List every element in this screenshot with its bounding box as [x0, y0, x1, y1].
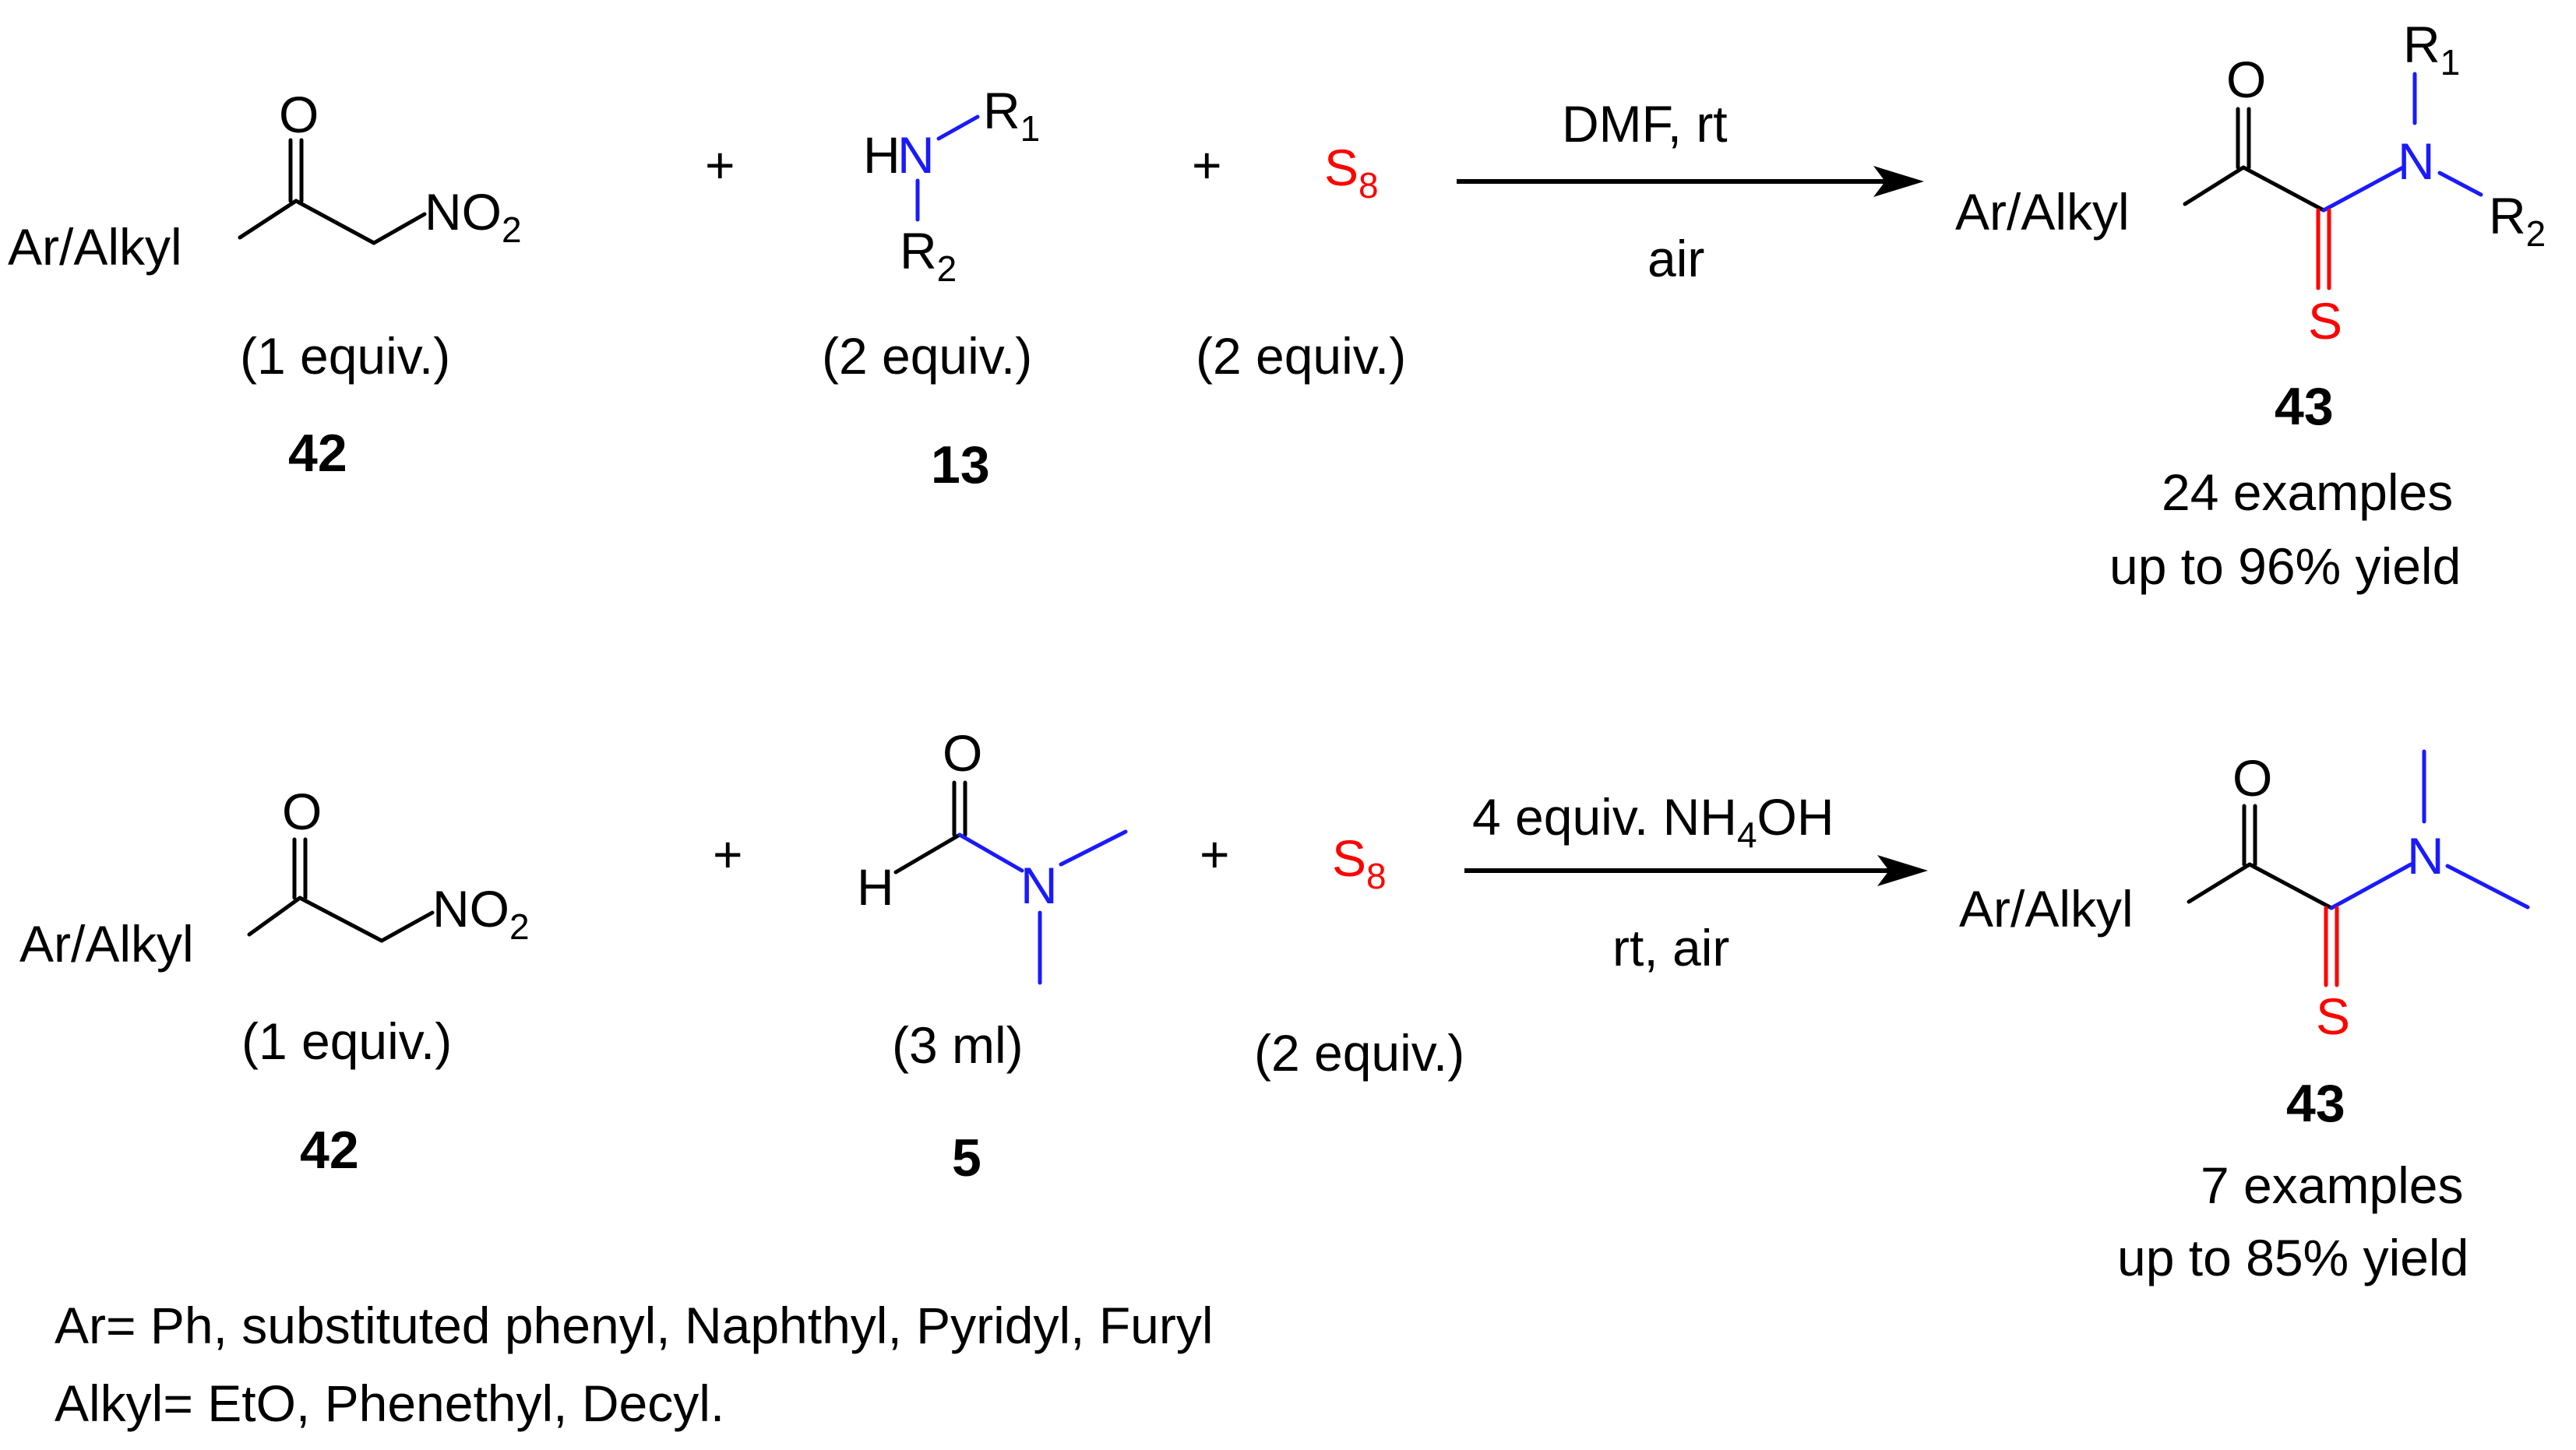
- bond: [2187, 862, 2252, 904]
- bond: [379, 910, 435, 943]
- product-43-structure: Ar/Alkyl O N S: [1959, 749, 2530, 1045]
- plus-sign: +: [705, 136, 735, 194]
- hydrogen-atom: H: [857, 858, 894, 916]
- ar-alkyl-label: Ar/Alkyl: [8, 218, 182, 276]
- reactant-42-structure: Ar/Alkyl O NO2: [8, 86, 522, 276]
- bond: [893, 832, 962, 875]
- bond: [247, 896, 302, 937]
- reaction-2-yield: up to 85% yield: [2117, 1229, 2469, 1286]
- reactant-5-amount: (3 ml): [892, 1016, 1024, 1074]
- bond: [2437, 171, 2483, 197]
- reactant-42-equiv: (1 equiv.): [241, 1012, 452, 1070]
- compound-number-42: 42: [300, 1121, 359, 1180]
- r1-substituent: R1: [2403, 16, 2460, 83]
- ar-alkyl-label: Ar/Alkyl: [1955, 183, 2130, 241]
- arrowhead: [1877, 855, 1928, 886]
- sulfur-atom: S: [2308, 292, 2342, 350]
- compound-number-13: 13: [931, 435, 990, 494]
- bond: [372, 212, 427, 245]
- reactant-42-structure: Ar/Alkyl O NO2: [19, 783, 530, 973]
- bond: [294, 199, 376, 245]
- reaction-1-conditions-top: DMF, rt: [1562, 95, 1728, 153]
- bond: [2247, 862, 2334, 910]
- plus-sign: +: [1200, 825, 1230, 883]
- nitrogen-atom: N: [897, 126, 935, 184]
- bond: [2329, 862, 2413, 910]
- bond: [298, 896, 384, 943]
- r2-substituent: R2: [2489, 187, 2546, 254]
- sulfur-equiv: (2 equiv.): [1196, 327, 1406, 385]
- r2-substituent: R2: [900, 222, 957, 289]
- sulfur-s8: S8: [1332, 829, 1387, 896]
- nitrogen-atom: N: [2398, 132, 2435, 190]
- compound-number-43: 43: [2286, 1074, 2345, 1133]
- bond: [238, 199, 298, 240]
- plus-sign: +: [713, 825, 743, 883]
- bond: [2241, 165, 2326, 213]
- sulfur-s8: S8: [1324, 139, 1379, 206]
- reaction-2-conditions-bottom: rt, air: [1612, 919, 1729, 977]
- compound-number-43: 43: [2275, 377, 2334, 436]
- reactant-13-equiv: (2 equiv.): [822, 327, 1032, 385]
- arrowhead: [1873, 166, 1924, 197]
- reaction-1: Ar/Alkyl O NO2 (1 equiv.) 42 + H N R1 R2…: [8, 16, 2546, 595]
- compound-number-42: 42: [288, 424, 347, 483]
- plus-sign: +: [1192, 136, 1222, 194]
- reaction-arrow-2: 4 equiv. NH4OH rt, air: [1464, 788, 1928, 977]
- oxygen-atom: O: [2226, 51, 2266, 108]
- reactant-42-equiv: (1 equiv.): [240, 327, 450, 385]
- reaction-2-examples: 7 examples: [2201, 1156, 2464, 1214]
- nitrogen-atom: N: [1020, 857, 1058, 914]
- footnote-alkyl: Alkyl= EtO, Phenethyl, Decyl.: [55, 1374, 724, 1432]
- bond: [2445, 864, 2530, 910]
- bond: [957, 832, 1024, 873]
- nitrogen-atom: N: [2407, 827, 2444, 885]
- reaction-1-yield: up to 96% yield: [2109, 537, 2461, 595]
- bond: [1059, 829, 1128, 867]
- footnote-ar: Ar= Ph, substituted phenyl, Naphthyl, Py…: [55, 1297, 1214, 1354]
- reaction-2: Ar/Alkyl O NO2 (1 equiv.) 42 + H O N (3 …: [19, 724, 2530, 1286]
- reaction-1-examples: 24 examples: [2162, 463, 2453, 521]
- r1-substituent: R1: [983, 82, 1040, 149]
- reaction-arrow-1: DMF, rt air: [1457, 95, 1924, 287]
- bond: [936, 114, 980, 141]
- reactant-5-structure: H O N: [857, 724, 1128, 985]
- oxygen-atom: O: [282, 783, 322, 840]
- bond: [2183, 165, 2246, 206]
- nitro-group-label: NO2: [425, 183, 522, 250]
- compound-number-5: 5: [952, 1128, 981, 1188]
- product-43-structure: Ar/Alkyl O N R1 R2 S: [1955, 16, 2546, 350]
- sulfur-atom: S: [2316, 987, 2350, 1045]
- bond: [2321, 165, 2405, 213]
- oxygen-atom: O: [943, 724, 982, 782]
- ar-alkyl-label: Ar/Alkyl: [19, 915, 194, 973]
- ar-alkyl-label: Ar/Alkyl: [1959, 880, 2134, 938]
- reactant-13-structure: H N R1 R2: [863, 82, 1040, 289]
- reaction-2-conditions-top: 4 equiv. NH4OH: [1472, 788, 1834, 855]
- oxygen-atom: O: [2232, 749, 2272, 807]
- hydrogen-atom: H: [863, 126, 900, 184]
- sulfur-equiv: (2 equiv.): [1254, 1024, 1464, 1082]
- nitro-group-label: NO2: [432, 880, 530, 947]
- reaction-1-conditions-bottom: air: [1647, 230, 1704, 287]
- oxygen-atom: O: [279, 86, 319, 143]
